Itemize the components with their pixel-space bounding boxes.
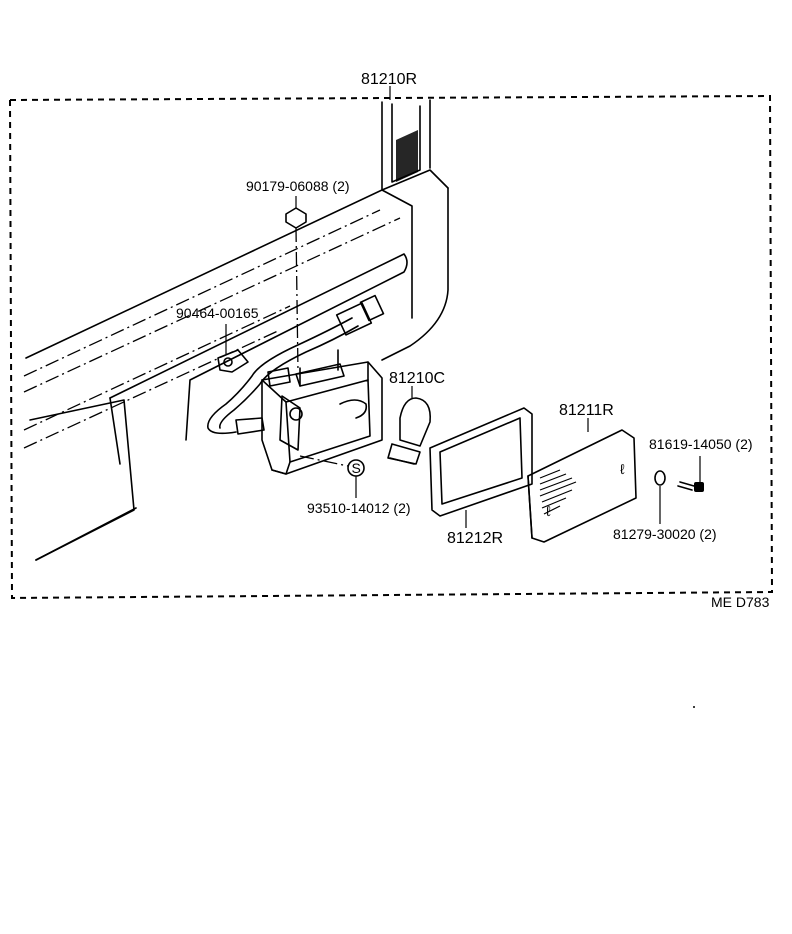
svg-text:ℓ: ℓ (620, 461, 625, 477)
screw (677, 456, 704, 492)
s-screw-symbol: S (299, 455, 365, 498)
washer-part-number: 81279-30020 (2) (613, 526, 717, 542)
gasket (429, 407, 533, 528)
stray-dot (693, 706, 695, 708)
s-symbol-label: S (352, 460, 361, 476)
diagram-code: ME D783 (711, 594, 770, 610)
screw-part-number: 81619-14050 (2) (649, 436, 753, 452)
s-screw-part-number: 93510-14012 (2) (307, 500, 411, 516)
assembly-boundary (8, 86, 774, 600)
bulb-part-number: 81210C (389, 370, 445, 387)
wire-clamp (217, 324, 249, 373)
lamp-housing (261, 349, 383, 475)
vehicle-body (23, 99, 449, 561)
hex-nut (285, 196, 307, 373)
clamp-part-number: 90464-00165 (176, 305, 259, 321)
gasket-part-number: 81212R (447, 530, 503, 547)
nut-part-number: 90179-06088 (2) (246, 178, 350, 194)
lens: ℓ ℓ (527, 418, 637, 543)
wiring-harness (207, 294, 385, 435)
lens-part-number: 81211R (559, 402, 614, 419)
bulb (387, 386, 432, 465)
assembly-part-number: 81210R (361, 71, 417, 88)
svg-text:ℓ: ℓ (546, 503, 551, 519)
washer (654, 470, 666, 524)
